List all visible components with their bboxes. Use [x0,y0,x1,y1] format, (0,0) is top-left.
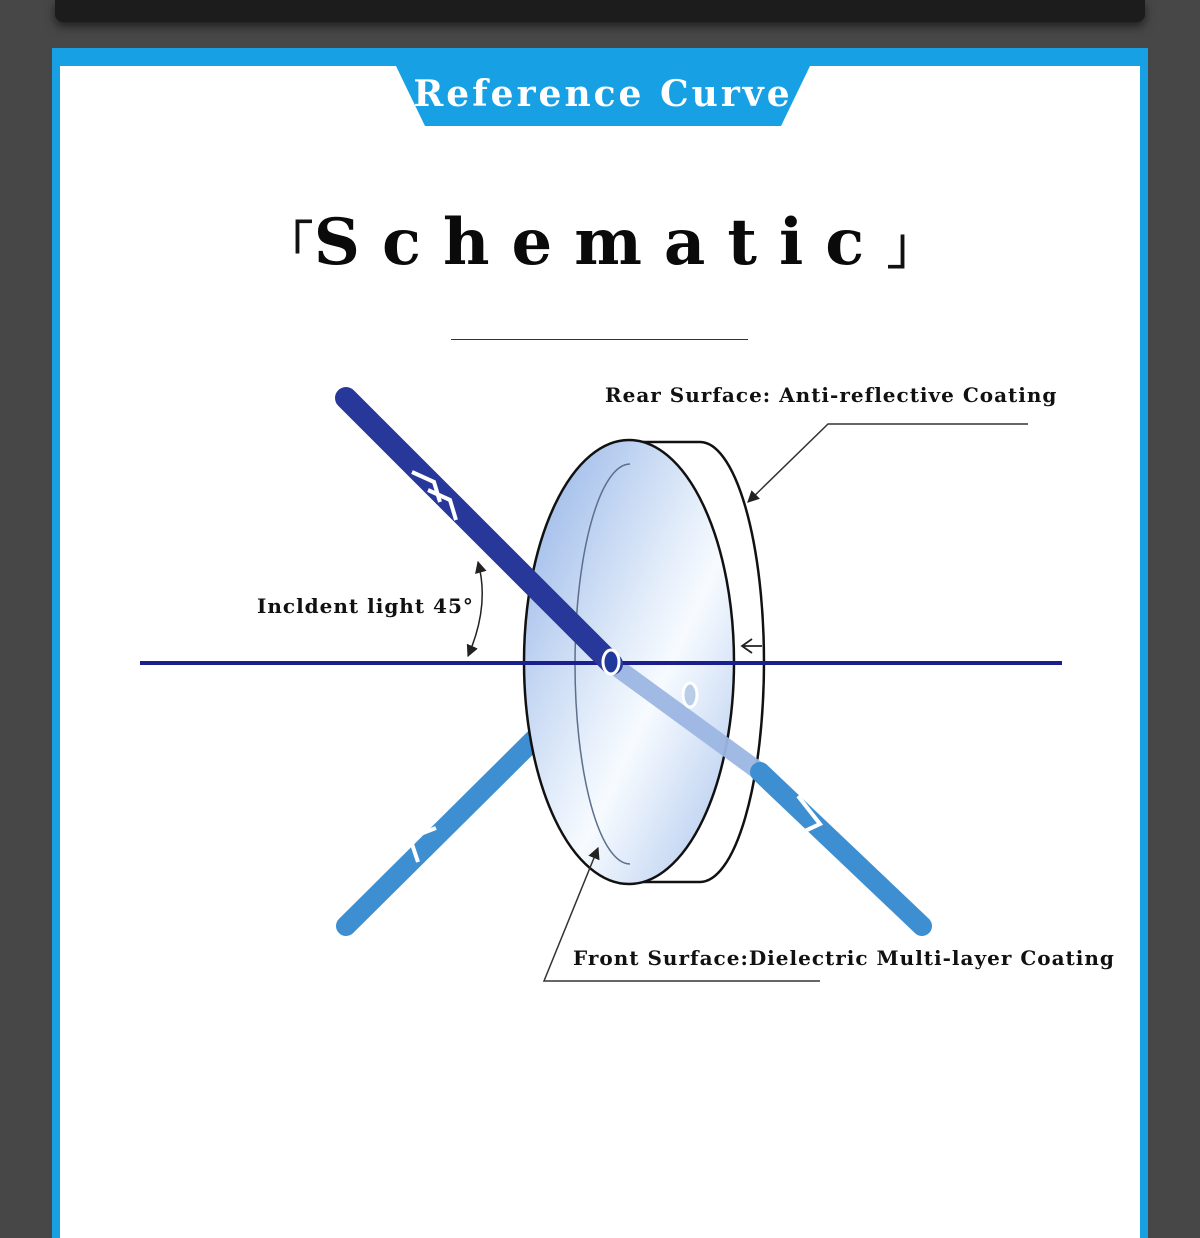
transmitted-beam-chevron-icon [793,794,824,838]
rim-arrow-icon [740,638,762,654]
incidence-point-marker [601,648,621,676]
rear-surface-label: Rear Surface: Anti-reflective Coating [605,383,1057,407]
incident-beam-chevron-icon-2 [427,488,458,521]
content-panel: Reference Curve 「Schematic」 [60,66,1140,1238]
heading-text: Schematic [313,205,887,280]
exit-point-marker [681,681,699,709]
heading-close-bracket: 」 [886,217,939,277]
heading-divider [451,339,748,340]
heading-open-bracket: 「 [261,217,314,277]
title-tab: Reference Curve [396,66,810,126]
transmitted-beam-exit [750,762,932,936]
tab-title: Reference Curve [413,73,793,115]
page-heading: 「Schematic」 [60,204,1140,280]
mirror-schematic-diagram: Rear Surface: Anti-reflective Coating In… [140,383,1115,982]
top-shadow-bar [55,0,1145,22]
incident-beam [335,387,623,675]
angle-arc [466,560,487,658]
front-surface-leader [542,846,820,982]
content-frame: Reference Curve 「Schematic」 [52,48,1148,1238]
transmitted-beam-inside [603,655,769,781]
reflected-beam-chevron-icon [407,826,437,863]
rear-surface-leader [747,423,1028,503]
front-surface-label: Front Surface:Dielectric Multi-layer Coa… [573,946,1115,970]
incident-light-label: Incldent light 45° [257,594,474,618]
